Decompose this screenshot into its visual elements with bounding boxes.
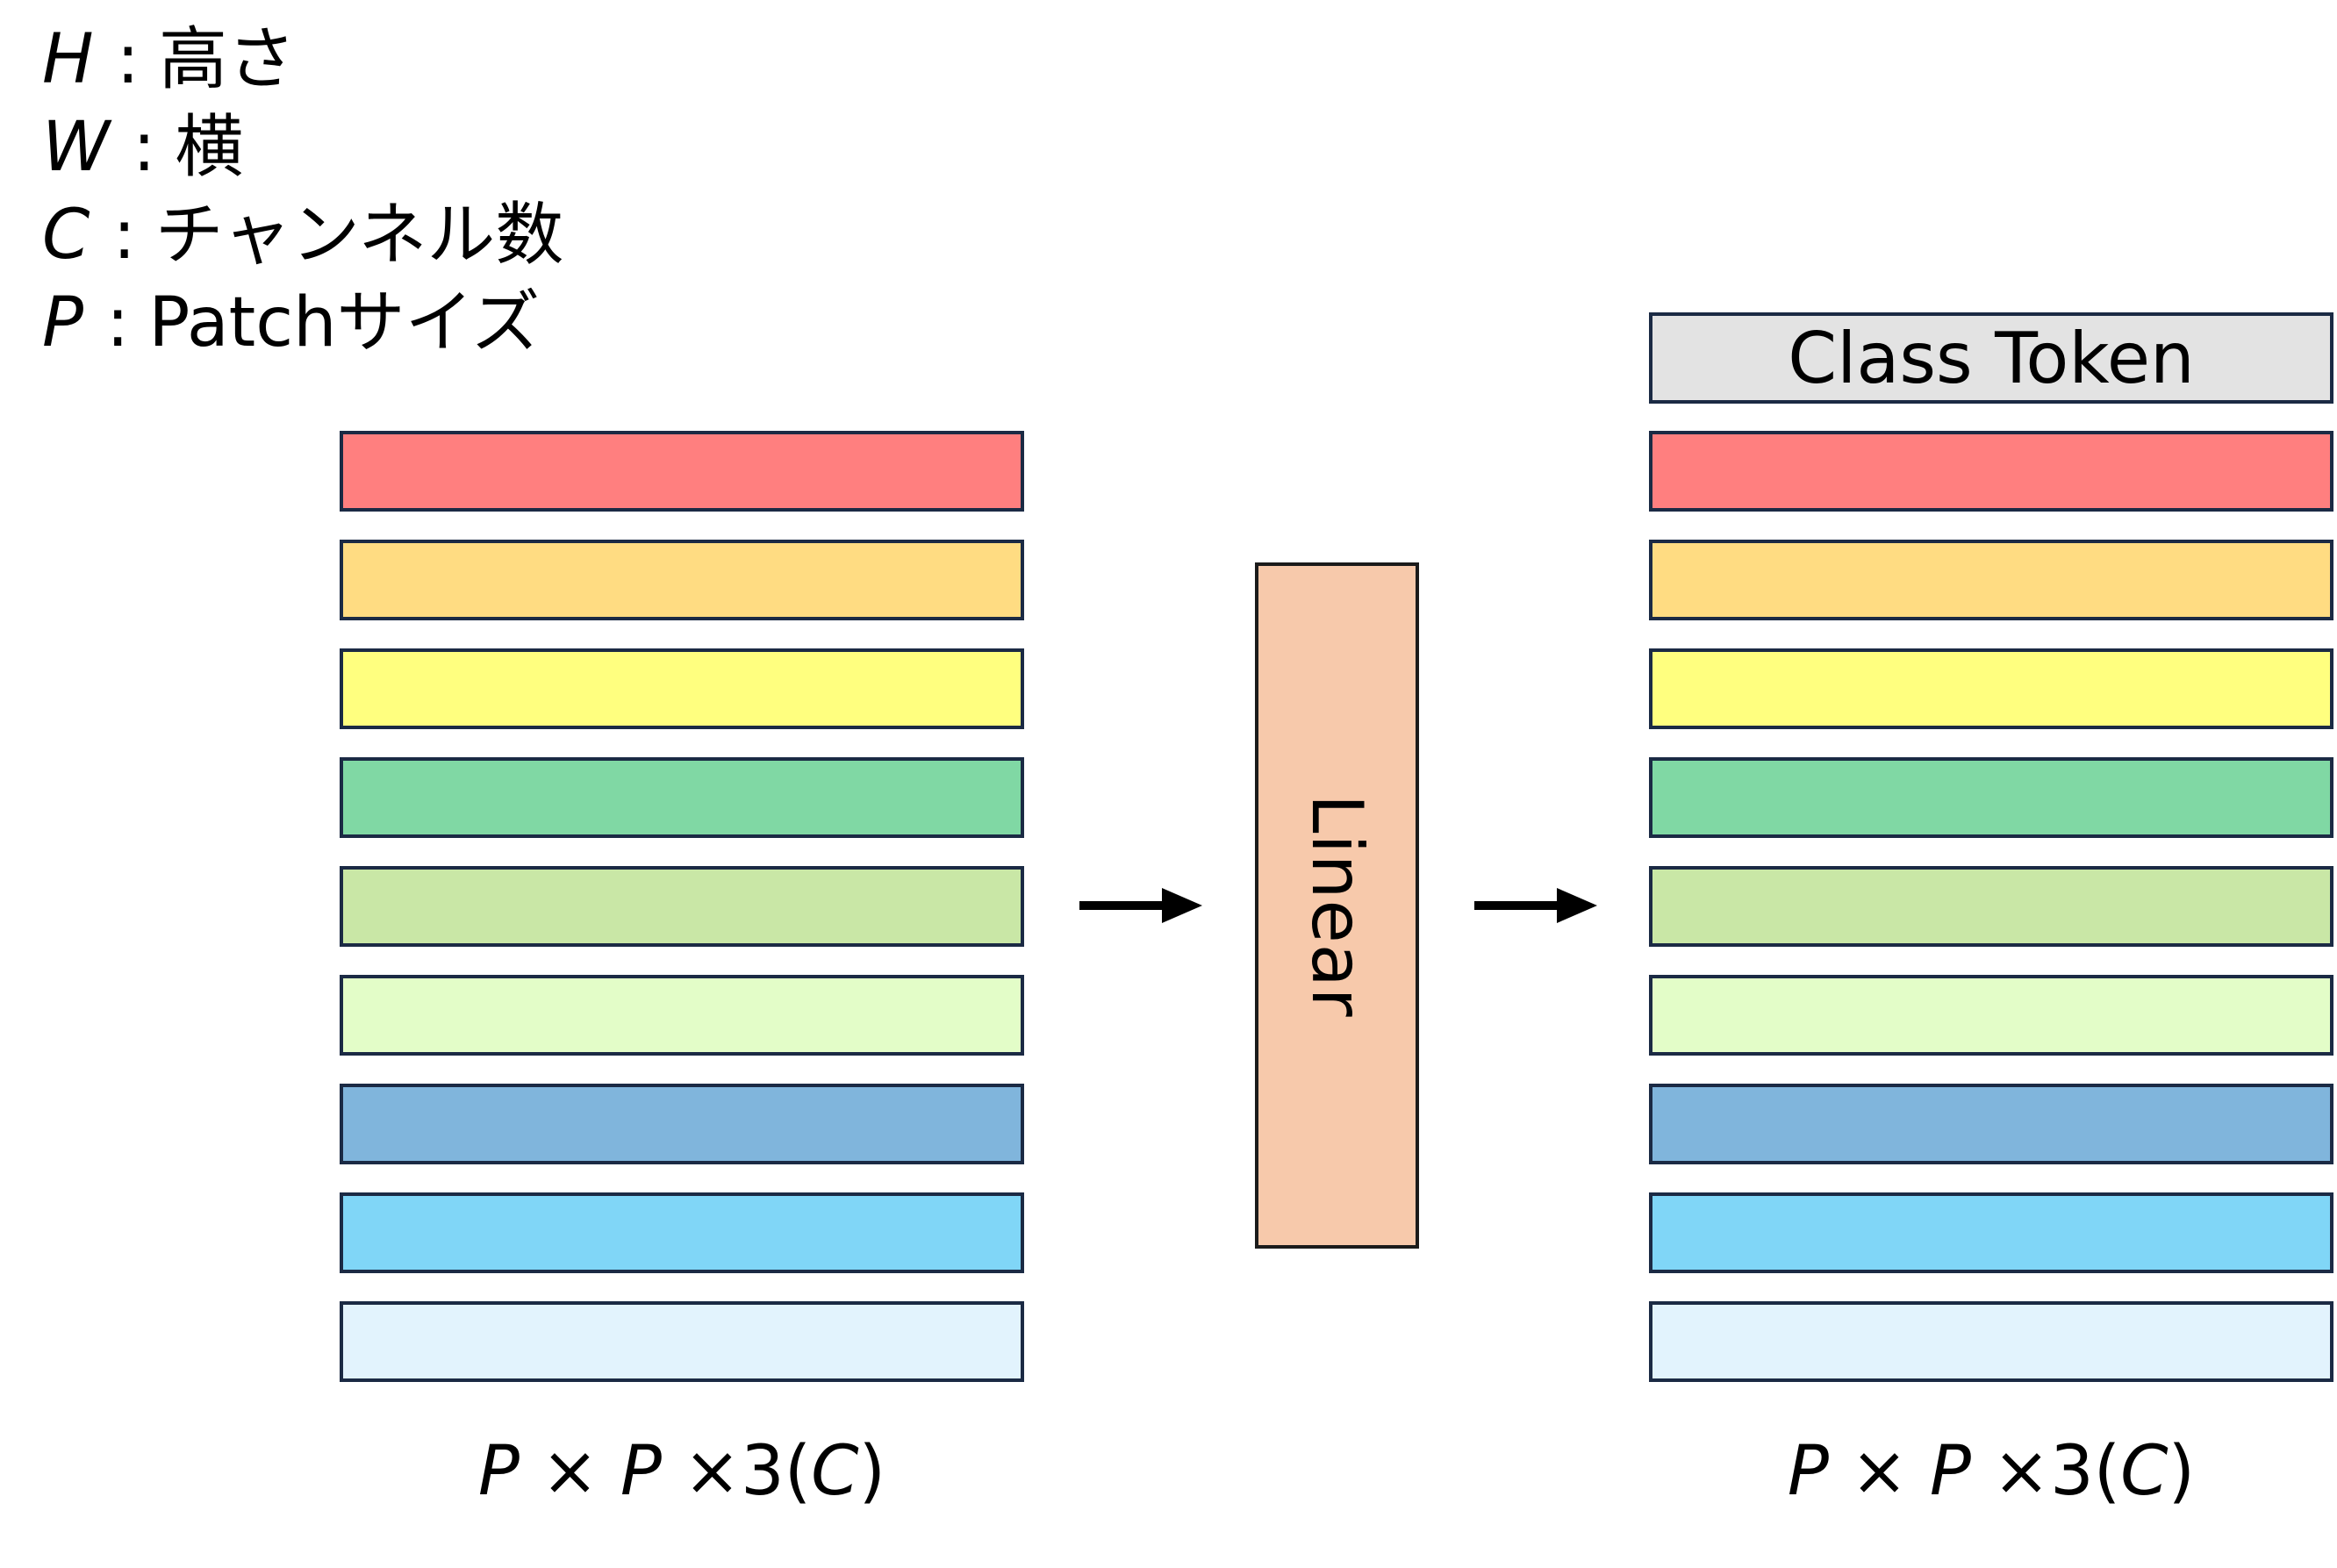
- linear-layer-box: Linear: [1255, 562, 1419, 1249]
- dim-close: ): [2168, 1432, 2196, 1511]
- patch-row: [340, 540, 1024, 620]
- arrow-to-linear: [1079, 888, 1202, 923]
- patch-row: [1649, 648, 2333, 729]
- legend-var: C: [42, 196, 90, 275]
- legend-row-channels: C:チャンネル数: [42, 191, 563, 279]
- dim-p: P: [620, 1432, 662, 1511]
- legend-desc: 高さ: [158, 20, 296, 99]
- class-token-label: Class Token: [1788, 317, 2195, 399]
- legend: H:高さ W:横 C:チャンネル数 P:Patchサイズ: [42, 16, 563, 367]
- patch-row: [340, 866, 1024, 947]
- legend-var: P: [42, 283, 84, 362]
- legend-separator: :: [116, 20, 140, 99]
- legend-row-width: W:横: [42, 104, 563, 191]
- legend-separator: :: [112, 196, 136, 275]
- legend-var: W: [42, 108, 111, 187]
- dim-close: ): [858, 1432, 886, 1511]
- patch-row: [1649, 1192, 2333, 1273]
- patch-row: [1649, 1084, 2333, 1164]
- legend-row-height: H:高さ: [42, 16, 563, 104]
- patch-row: [340, 1192, 1024, 1273]
- dim-c: C: [2120, 1432, 2169, 1511]
- legend-separator: :: [106, 283, 130, 362]
- legend-var: H: [42, 20, 94, 99]
- legend-row-patch-size: P:Patchサイズ: [42, 279, 563, 367]
- input-dimension-label: P × P ×3(C): [340, 1432, 1024, 1511]
- patch-row: [1649, 540, 2333, 620]
- patch-row: [1649, 866, 2333, 947]
- patch-row: [340, 975, 1024, 1056]
- legend-separator: :: [133, 108, 156, 187]
- patch-row: [340, 1301, 1024, 1382]
- dim-times: ×: [1828, 1432, 1930, 1511]
- output-dimension-label: P × P ×3(C): [1649, 1432, 2333, 1511]
- class-token-box: Class Token: [1649, 312, 2333, 404]
- legend-desc: 横: [175, 108, 244, 187]
- dim-p: P: [1787, 1432, 1829, 1511]
- patch-row: [1649, 975, 2333, 1056]
- dim-c: C: [811, 1432, 859, 1511]
- arrow-from-linear: [1474, 888, 1597, 923]
- patch-row: [1649, 431, 2333, 512]
- dim-times-three: ×3(: [1970, 1432, 2121, 1511]
- patch-row: [340, 757, 1024, 838]
- dim-times: ×: [519, 1432, 620, 1511]
- patch-row: [1649, 757, 2333, 838]
- dim-p: P: [1929, 1432, 1971, 1511]
- patch-row: [340, 1084, 1024, 1164]
- legend-desc: チャンネル数: [154, 196, 564, 275]
- patch-row: [340, 648, 1024, 729]
- linear-label: Linear: [1296, 793, 1378, 1018]
- dim-p: P: [477, 1432, 520, 1511]
- patch-row: [1649, 1301, 2333, 1382]
- legend-desc: Patchサイズ: [148, 283, 541, 362]
- patch-row: [340, 431, 1024, 512]
- dim-times-three: ×3(: [661, 1432, 812, 1511]
